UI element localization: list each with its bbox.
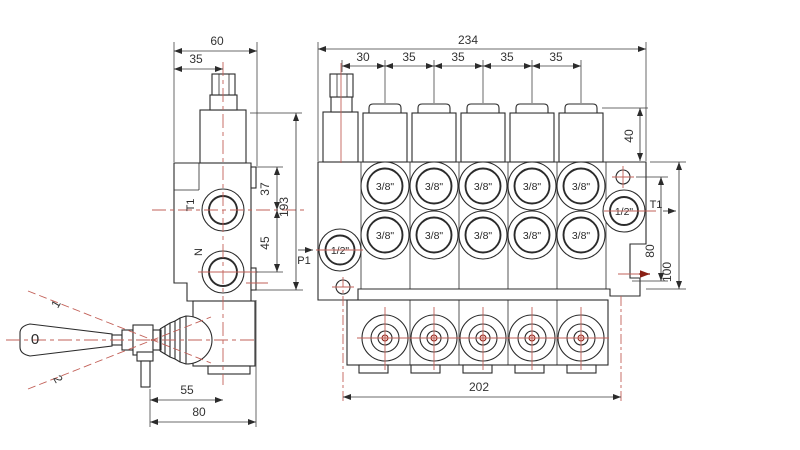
port-3-8-label: 3/8" — [572, 230, 591, 242]
control-lever — [19, 315, 213, 388]
label-lever-pos-1: 1 — [48, 297, 64, 310]
label-tank-t1: T1 — [650, 199, 663, 211]
right-view: 3/8" 3/8" 3/8" 3/8" 3/8" 3/8" 3/8" 3/8" … — [297, 33, 686, 401]
dim-body-height: 100 — [660, 262, 674, 282]
dimensions-right: 234 30 35 35 35 35 40 80 100 202 — [317, 33, 686, 400]
label-inlet-p1: P1 — [297, 255, 310, 267]
dim-port-span: 80 — [643, 244, 657, 258]
port-3-8: 3/8" — [507, 161, 557, 211]
port-3-8: 3/8" — [507, 210, 557, 260]
dim-mount-spacing: 202 — [469, 380, 489, 394]
port-3-8: 3/8" — [556, 161, 606, 211]
dim-width-total-front: 234 — [458, 33, 478, 47]
lever-boots-front — [346, 299, 609, 374]
port-3-8: 3/8" — [458, 210, 508, 260]
dim-lever-total: 80 — [192, 405, 206, 419]
port-3-8-label: 3/8" — [474, 181, 493, 193]
port-3-8: 3/8" — [409, 161, 459, 211]
port-3-8: 3/8" — [360, 210, 410, 260]
dim-section-spacing-3: 35 — [500, 50, 514, 64]
dim-port-spacing: 45 — [258, 236, 272, 250]
body-tab-top — [250, 166, 257, 189]
port-3-8: 3/8" — [556, 210, 606, 260]
port-flow-labels: P1 T1 — [297, 199, 676, 267]
port-3-8-label: 3/8" — [572, 181, 591, 193]
port-3-8: 3/8" — [360, 161, 410, 211]
port-3-8-label: 3/8" — [425, 230, 444, 242]
dim-width-total: 60 — [210, 34, 224, 48]
work-ports-top-row: 3/8" 3/8" 3/8" 3/8" 3/8" — [360, 161, 606, 211]
mounting-hole-top-right — [612, 166, 634, 188]
dim-section-spacing-1: 35 — [402, 50, 416, 64]
port-3-8-label: 3/8" — [523, 230, 542, 242]
dim-section-spacing-4: 35 — [549, 50, 563, 64]
port-1-2-label: 1/2" — [331, 245, 350, 257]
dimensions-left: 60 35 37 45 193 55 80 — [149, 34, 303, 427]
port-3-8-label: 3/8" — [474, 230, 493, 242]
label-port-n-side: N — [193, 248, 205, 256]
body-tab-bottom — [250, 267, 257, 291]
dim-cap-height: 40 — [622, 129, 636, 143]
centerlines-left — [6, 62, 306, 390]
relief-valve-bolt-side — [199, 73, 247, 164]
port-3-8-label: 3/8" — [376, 230, 395, 242]
label-lever-pos-2: 2 — [50, 373, 66, 386]
work-ports-bottom-row: 3/8" 3/8" 3/8" 3/8" 3/8" — [360, 210, 606, 260]
lever-pin-nut — [136, 351, 154, 362]
dim-first-section: 30 — [356, 50, 370, 64]
lever-pin — [140, 360, 151, 388]
port-3-8-label: 3/8" — [425, 181, 444, 193]
spool-caps — [362, 103, 604, 163]
port-3-8: 3/8" — [409, 210, 459, 260]
section-dividers — [360, 162, 607, 289]
port-3-8-label: 3/8" — [523, 181, 542, 193]
relief-valve-bolt-front — [322, 73, 359, 163]
label-port-t1-side: T1 — [185, 199, 197, 212]
dim-lever-offset: 55 — [180, 383, 194, 397]
mount-foot — [207, 365, 251, 375]
port-1-2-label: 1/2" — [615, 206, 634, 218]
lever-position-1-line — [27, 290, 212, 364]
dim-port-t1-offset: 37 — [258, 182, 272, 196]
port-3-8: 3/8" — [458, 161, 508, 211]
label-lever-neutral: 0 — [31, 331, 39, 348]
dim-height-total: 193 — [277, 197, 291, 217]
centerlines-right — [316, 63, 656, 401]
dim-width-to-axis: 35 — [189, 52, 203, 66]
dim-section-spacing-2: 35 — [451, 50, 465, 64]
lever-position-2-line — [27, 316, 212, 390]
left-view: 60 35 37 45 193 55 80 T1 N 0 1 2 — [6, 34, 306, 427]
port-3-8-label: 3/8" — [376, 181, 395, 193]
